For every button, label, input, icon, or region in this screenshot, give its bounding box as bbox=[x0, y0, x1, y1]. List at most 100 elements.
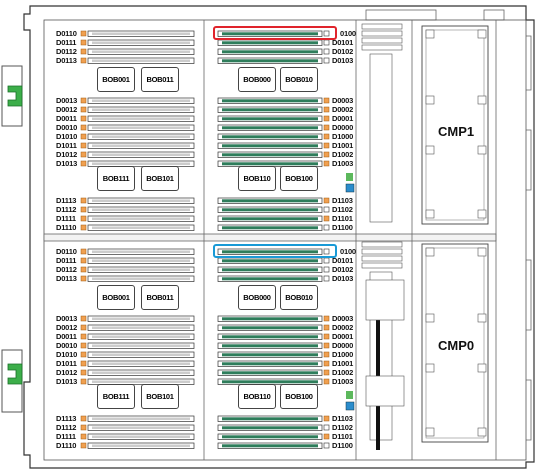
bob-label: BOB001 bbox=[97, 285, 135, 310]
dimm-slot-fill bbox=[92, 344, 190, 347]
dimm-slot-fill bbox=[92, 126, 190, 129]
dimm-slot-fill bbox=[222, 32, 318, 36]
dimm-label: D0012 bbox=[56, 323, 78, 332]
dimm-label: D0111 bbox=[56, 38, 77, 47]
dimm-latch bbox=[80, 369, 87, 376]
dimm-label: D1011 bbox=[56, 359, 77, 368]
dimm-latch bbox=[80, 124, 87, 131]
top-connector bbox=[365, 9, 437, 21]
dimm-slot-fill bbox=[222, 108, 318, 112]
dimm-latch bbox=[80, 415, 87, 422]
dimm-label: D1002 bbox=[332, 368, 354, 377]
connector-pins bbox=[361, 262, 403, 269]
dimm-label: D1101 bbox=[332, 214, 353, 223]
dimm-label: D0112 bbox=[56, 265, 77, 274]
dimm-label: D0011 bbox=[56, 332, 77, 341]
dimm-slot-fill bbox=[222, 268, 318, 272]
dimm-latch bbox=[80, 266, 87, 273]
dimm-latch bbox=[323, 124, 330, 131]
dimm-slot-fill bbox=[222, 199, 318, 203]
dimm-latch bbox=[323, 151, 330, 158]
connector-pins bbox=[361, 37, 403, 44]
dimm-latch-empty bbox=[323, 442, 330, 449]
dimm-latch bbox=[80, 133, 87, 140]
dimm-latch bbox=[323, 197, 330, 204]
dimm-label: D0010 bbox=[56, 341, 78, 350]
dimm-slot-fill bbox=[222, 344, 318, 348]
dimm-latch-empty bbox=[323, 206, 330, 213]
dimm-label: D1003 bbox=[332, 159, 354, 168]
dimm-label: D1013 bbox=[56, 377, 78, 386]
dimm-latch bbox=[80, 315, 87, 322]
dimm-latch bbox=[80, 433, 87, 440]
dimm-latch bbox=[80, 275, 87, 282]
socket-screw bbox=[425, 29, 435, 39]
dimm-latch bbox=[80, 97, 87, 104]
dimm-label: D0101 bbox=[332, 38, 354, 47]
dimm-latch bbox=[323, 415, 330, 422]
chassis-outline bbox=[23, 5, 535, 469]
dimm-slot-fill bbox=[222, 135, 318, 139]
dimm-slot-fill bbox=[222, 277, 318, 281]
dimm-label: D0102 bbox=[332, 47, 354, 56]
socket-screw bbox=[477, 363, 487, 373]
dimm-latch-empty bbox=[323, 248, 330, 255]
dimm-latch bbox=[323, 106, 330, 113]
half-divider bbox=[43, 233, 497, 242]
top-connector bbox=[483, 9, 505, 21]
dimm-slot-fill bbox=[92, 217, 190, 220]
dimm-slot-fill bbox=[222, 217, 318, 221]
bob-label: BOB010 bbox=[280, 285, 318, 310]
status-led-green bbox=[346, 391, 353, 399]
socket-screw bbox=[425, 363, 435, 373]
dimm-slot-fill bbox=[92, 326, 190, 329]
dimm-latch bbox=[323, 324, 330, 331]
dimm-label: D1112 bbox=[56, 205, 77, 214]
dimm-latch-empty bbox=[323, 57, 330, 64]
dimm-label: 0100 bbox=[340, 29, 356, 38]
dimm-slot-fill bbox=[222, 250, 318, 254]
dimm-slot-fill bbox=[92, 435, 190, 438]
dimm-label: D1100 bbox=[332, 223, 353, 232]
dimm-label: D0001 bbox=[332, 114, 354, 123]
dimm-slot-fill bbox=[92, 226, 190, 229]
dimm-latch bbox=[323, 333, 330, 340]
dimm-slot-fill bbox=[222, 59, 318, 63]
dimm-latch bbox=[80, 30, 87, 37]
dimm-label: D1012 bbox=[56, 150, 78, 159]
dimm-slot-fill bbox=[92, 117, 190, 120]
dimm-latch bbox=[80, 215, 87, 222]
dimm-slot-fill bbox=[222, 117, 318, 121]
dimm-latch bbox=[323, 160, 330, 167]
dimm-latch bbox=[323, 351, 330, 358]
dimm-label: D1010 bbox=[56, 132, 78, 141]
socket-screw bbox=[477, 145, 487, 155]
socket-screw bbox=[477, 209, 487, 219]
socket-screw bbox=[425, 247, 435, 257]
connector-pins bbox=[361, 23, 403, 30]
dimm-latch-empty bbox=[323, 30, 330, 37]
dimm-slot-fill bbox=[92, 144, 190, 147]
dimm-latch bbox=[80, 106, 87, 113]
riser-slot bbox=[369, 271, 393, 441]
bob-label: BOB111 bbox=[97, 166, 135, 191]
dimm-label: D1111 bbox=[56, 432, 76, 441]
dimm-label: D0013 bbox=[56, 314, 78, 323]
socket-screw bbox=[477, 427, 487, 437]
bob-label: BOB011 bbox=[141, 285, 179, 310]
dimm-latch-empty bbox=[323, 266, 330, 273]
dimm-label: D0002 bbox=[332, 323, 354, 332]
socket-screw bbox=[477, 313, 487, 323]
dimm-label: D0111 bbox=[56, 256, 77, 265]
bob-label: BOB110 bbox=[238, 166, 276, 191]
cmp0-label: CMP0 bbox=[438, 338, 475, 353]
dimm-latch bbox=[80, 39, 87, 46]
dimm-slot-fill bbox=[92, 208, 190, 211]
bob-label: BOB000 bbox=[238, 67, 276, 92]
dimm-label: D0112 bbox=[56, 47, 77, 56]
dimm-label: D1010 bbox=[56, 350, 78, 359]
highlighted-dimm-outline bbox=[213, 26, 337, 40]
socket-screw bbox=[425, 427, 435, 437]
dimm-slot-fill bbox=[92, 371, 190, 374]
dimm-latch bbox=[80, 442, 87, 449]
